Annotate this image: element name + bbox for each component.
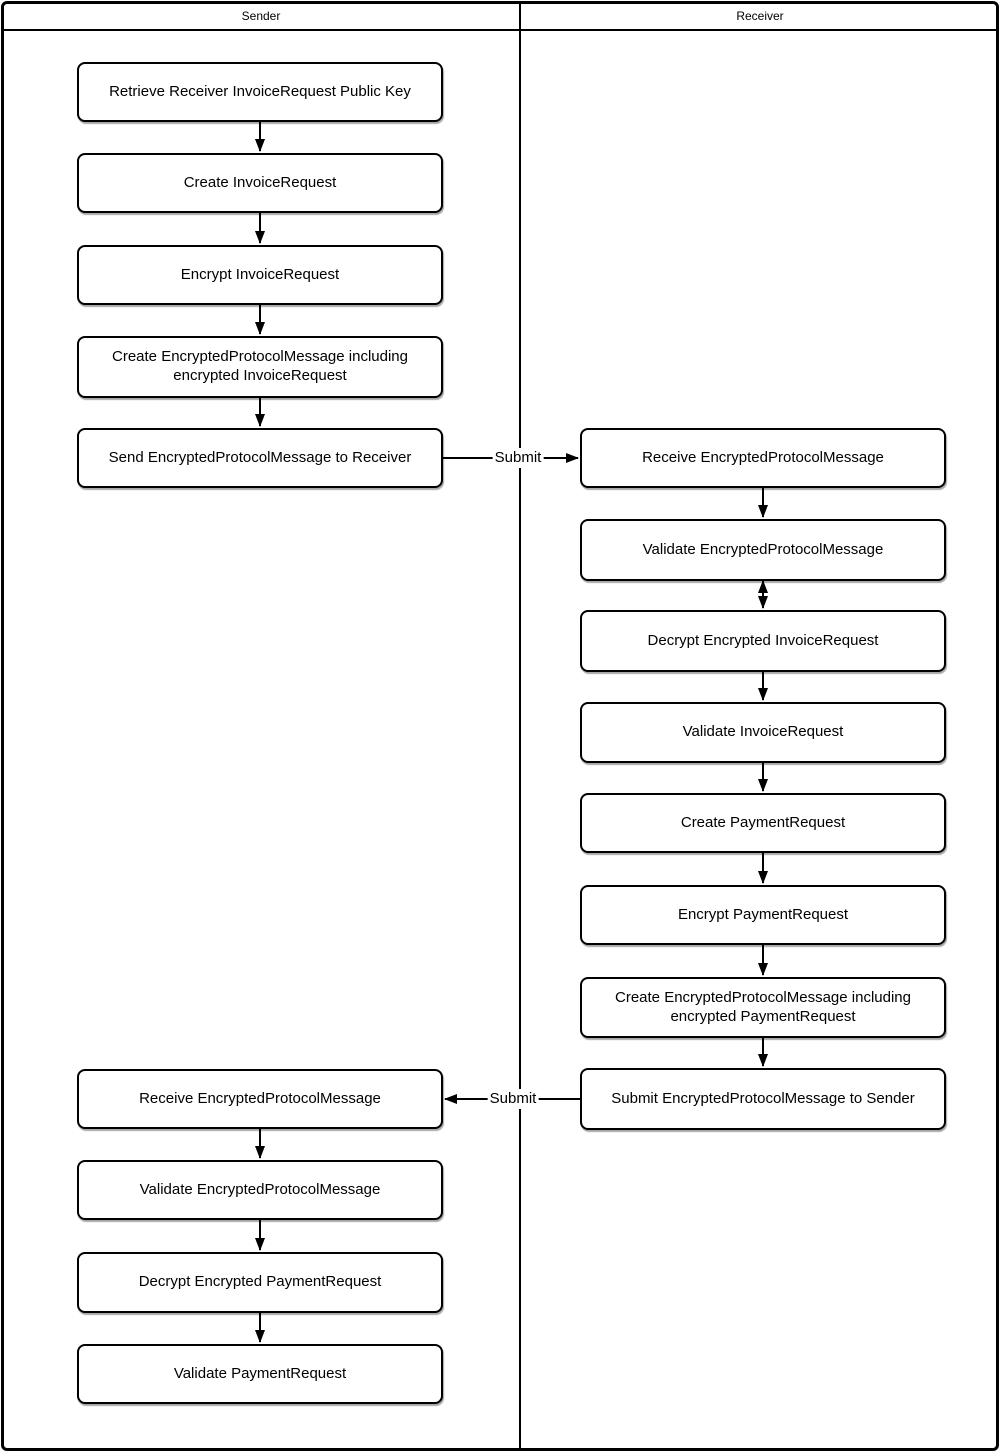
lane-header-sender: Sender — [2, 2, 520, 30]
node-sender-validate-encryptedprotocolmessage: Validate EncryptedProtocolMessage — [77, 1160, 443, 1220]
lane-title-sender: Sender — [241, 9, 281, 23]
node-retrieve-receiver-invoicerequest-public-key: Retrieve Receiver InvoiceRequest Public … — [77, 62, 443, 122]
lane-header-receiver: Receiver — [522, 2, 998, 30]
edge-label-submit-to-sender: Submit — [487, 1089, 539, 1109]
node-decrypt-encrypted-invoicerequest: Decrypt Encrypted InvoiceRequest — [580, 610, 946, 672]
node-validate-paymentrequest: Validate PaymentRequest — [77, 1344, 443, 1404]
node-encrypt-paymentrequest: Encrypt PaymentRequest — [580, 885, 946, 945]
node-create-paymentrequest: Create PaymentRequest — [580, 793, 946, 853]
node-validate-invoicerequest: Validate InvoiceRequest — [580, 702, 946, 763]
node-sender-receive-encryptedprotocolmessage: Receive EncryptedProtocolMessage — [77, 1069, 443, 1129]
node-encrypt-invoicerequest: Encrypt InvoiceRequest — [77, 245, 443, 305]
node-receiver-receive-encryptedprotocolmessage: Receive EncryptedProtocolMessage — [580, 428, 946, 488]
node-submit-encryptedprotocolmessage-to-sender: Submit EncryptedProtocolMessage to Sende… — [580, 1068, 946, 1130]
node-send-encryptedprotocolmessage-to-receiver: Send EncryptedProtocolMessage to Receive… — [77, 428, 443, 488]
node-create-encryptedprotocolmessage-paymentrequest: Create EncryptedProtocolMessage includin… — [580, 977, 946, 1038]
node-decrypt-encrypted-paymentrequest: Decrypt Encrypted PaymentRequest — [77, 1252, 443, 1313]
node-create-encryptedprotocolmessage-invoicerequest: Create EncryptedProtocolMessage includin… — [77, 336, 443, 398]
lane-title-receiver: Receiver — [736, 9, 784, 23]
node-receiver-validate-encryptedprotocolmessage: Validate EncryptedProtocolMessage — [580, 519, 946, 581]
node-create-invoicerequest: Create InvoiceRequest — [77, 153, 443, 213]
edge-label-submit-to-receiver: Submit — [492, 448, 544, 468]
